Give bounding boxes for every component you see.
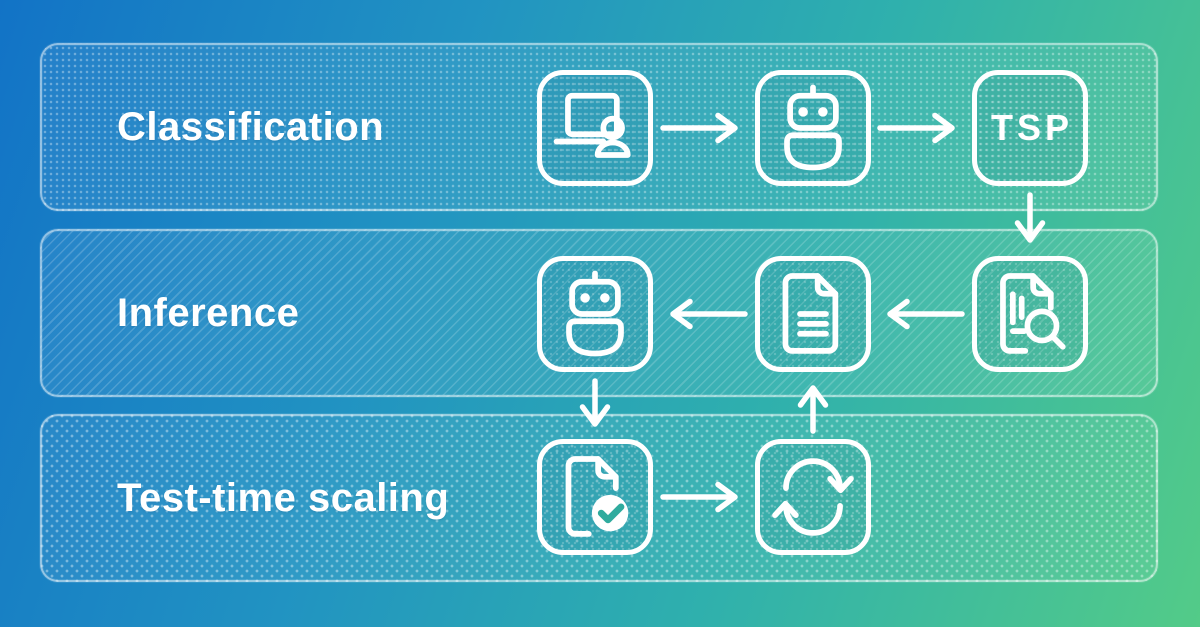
node-document-check [537,439,653,555]
document-icon [782,273,839,354]
arrow-robot-to-document-check [579,378,611,427]
node-document-search [972,256,1088,372]
node-robot-inference [537,256,653,372]
refresh-loop-icon [772,458,854,536]
arrow-refresh-loop-to-document [797,385,829,434]
node-laptop-user [537,70,653,186]
arrow-document-to-robot [670,298,748,330]
laptop-user-icon [553,92,631,158]
arrow-document-search-to-document [887,298,965,330]
node-robot-classifier [755,70,871,186]
arrow-tsp-to-document-search [1014,192,1046,243]
document-search-icon [1000,273,1066,354]
row-label-classification: Classification [117,104,385,149]
document-check-icon [565,456,629,537]
robot-icon [784,84,842,171]
node-document [755,256,871,372]
row-label-test-time-scaling: Test-time scaling [117,475,450,520]
tsp-badge-label: TSP [990,107,1073,148]
node-refresh-loop [755,439,871,555]
robot-icon [566,270,624,357]
arrow-document-check-to-refresh-loop [660,481,738,513]
arrow-robot-to-tsp [877,112,955,144]
arrow-laptop-to-robot [660,112,738,144]
row-label-inference: Inference [117,290,300,335]
node-tsp-badge: TSP [972,70,1088,186]
